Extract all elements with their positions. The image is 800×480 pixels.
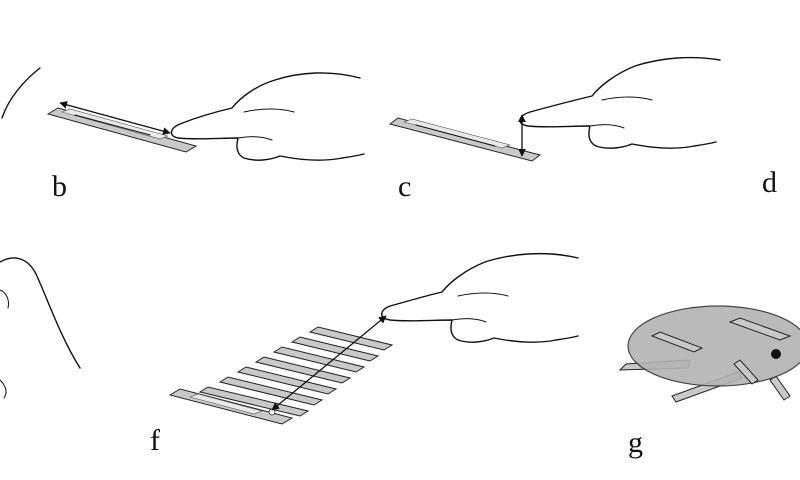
panel-g: g <box>618 305 800 459</box>
disc <box>627 305 800 387</box>
panel-b: b <box>46 72 365 203</box>
test-strip-icon <box>168 388 294 425</box>
test-strip-stack <box>168 326 394 425</box>
panel-label-c: c <box>398 170 411 203</box>
panel-d: d <box>762 166 777 199</box>
disc-center-dot <box>771 349 781 359</box>
pointing-hand-icon <box>519 56 721 149</box>
panel-label-b: b <box>52 170 67 203</box>
panel-f: f <box>150 252 579 457</box>
test-strip-icon <box>46 107 198 153</box>
pointing-hand-icon <box>381 252 579 343</box>
panel-c: c <box>388 56 721 203</box>
test-strip-icon <box>769 375 791 401</box>
test-strip-icon <box>388 117 542 162</box>
partial-figure-bottom-left <box>0 257 81 399</box>
double-arrow-icon <box>271 315 387 411</box>
panel-label-d: d <box>762 166 777 199</box>
panel-label-f: f <box>150 424 160 457</box>
double-arrow-icon <box>59 101 171 135</box>
panel-label-g: g <box>628 426 643 459</box>
test-strip-icon <box>733 359 759 385</box>
rotating-disc-icon <box>618 305 800 403</box>
test-strip-icon <box>650 331 704 353</box>
test-strip-icon <box>728 317 792 341</box>
pointing-hand-icon <box>170 72 365 161</box>
partial-figure-top-left <box>1 67 41 119</box>
